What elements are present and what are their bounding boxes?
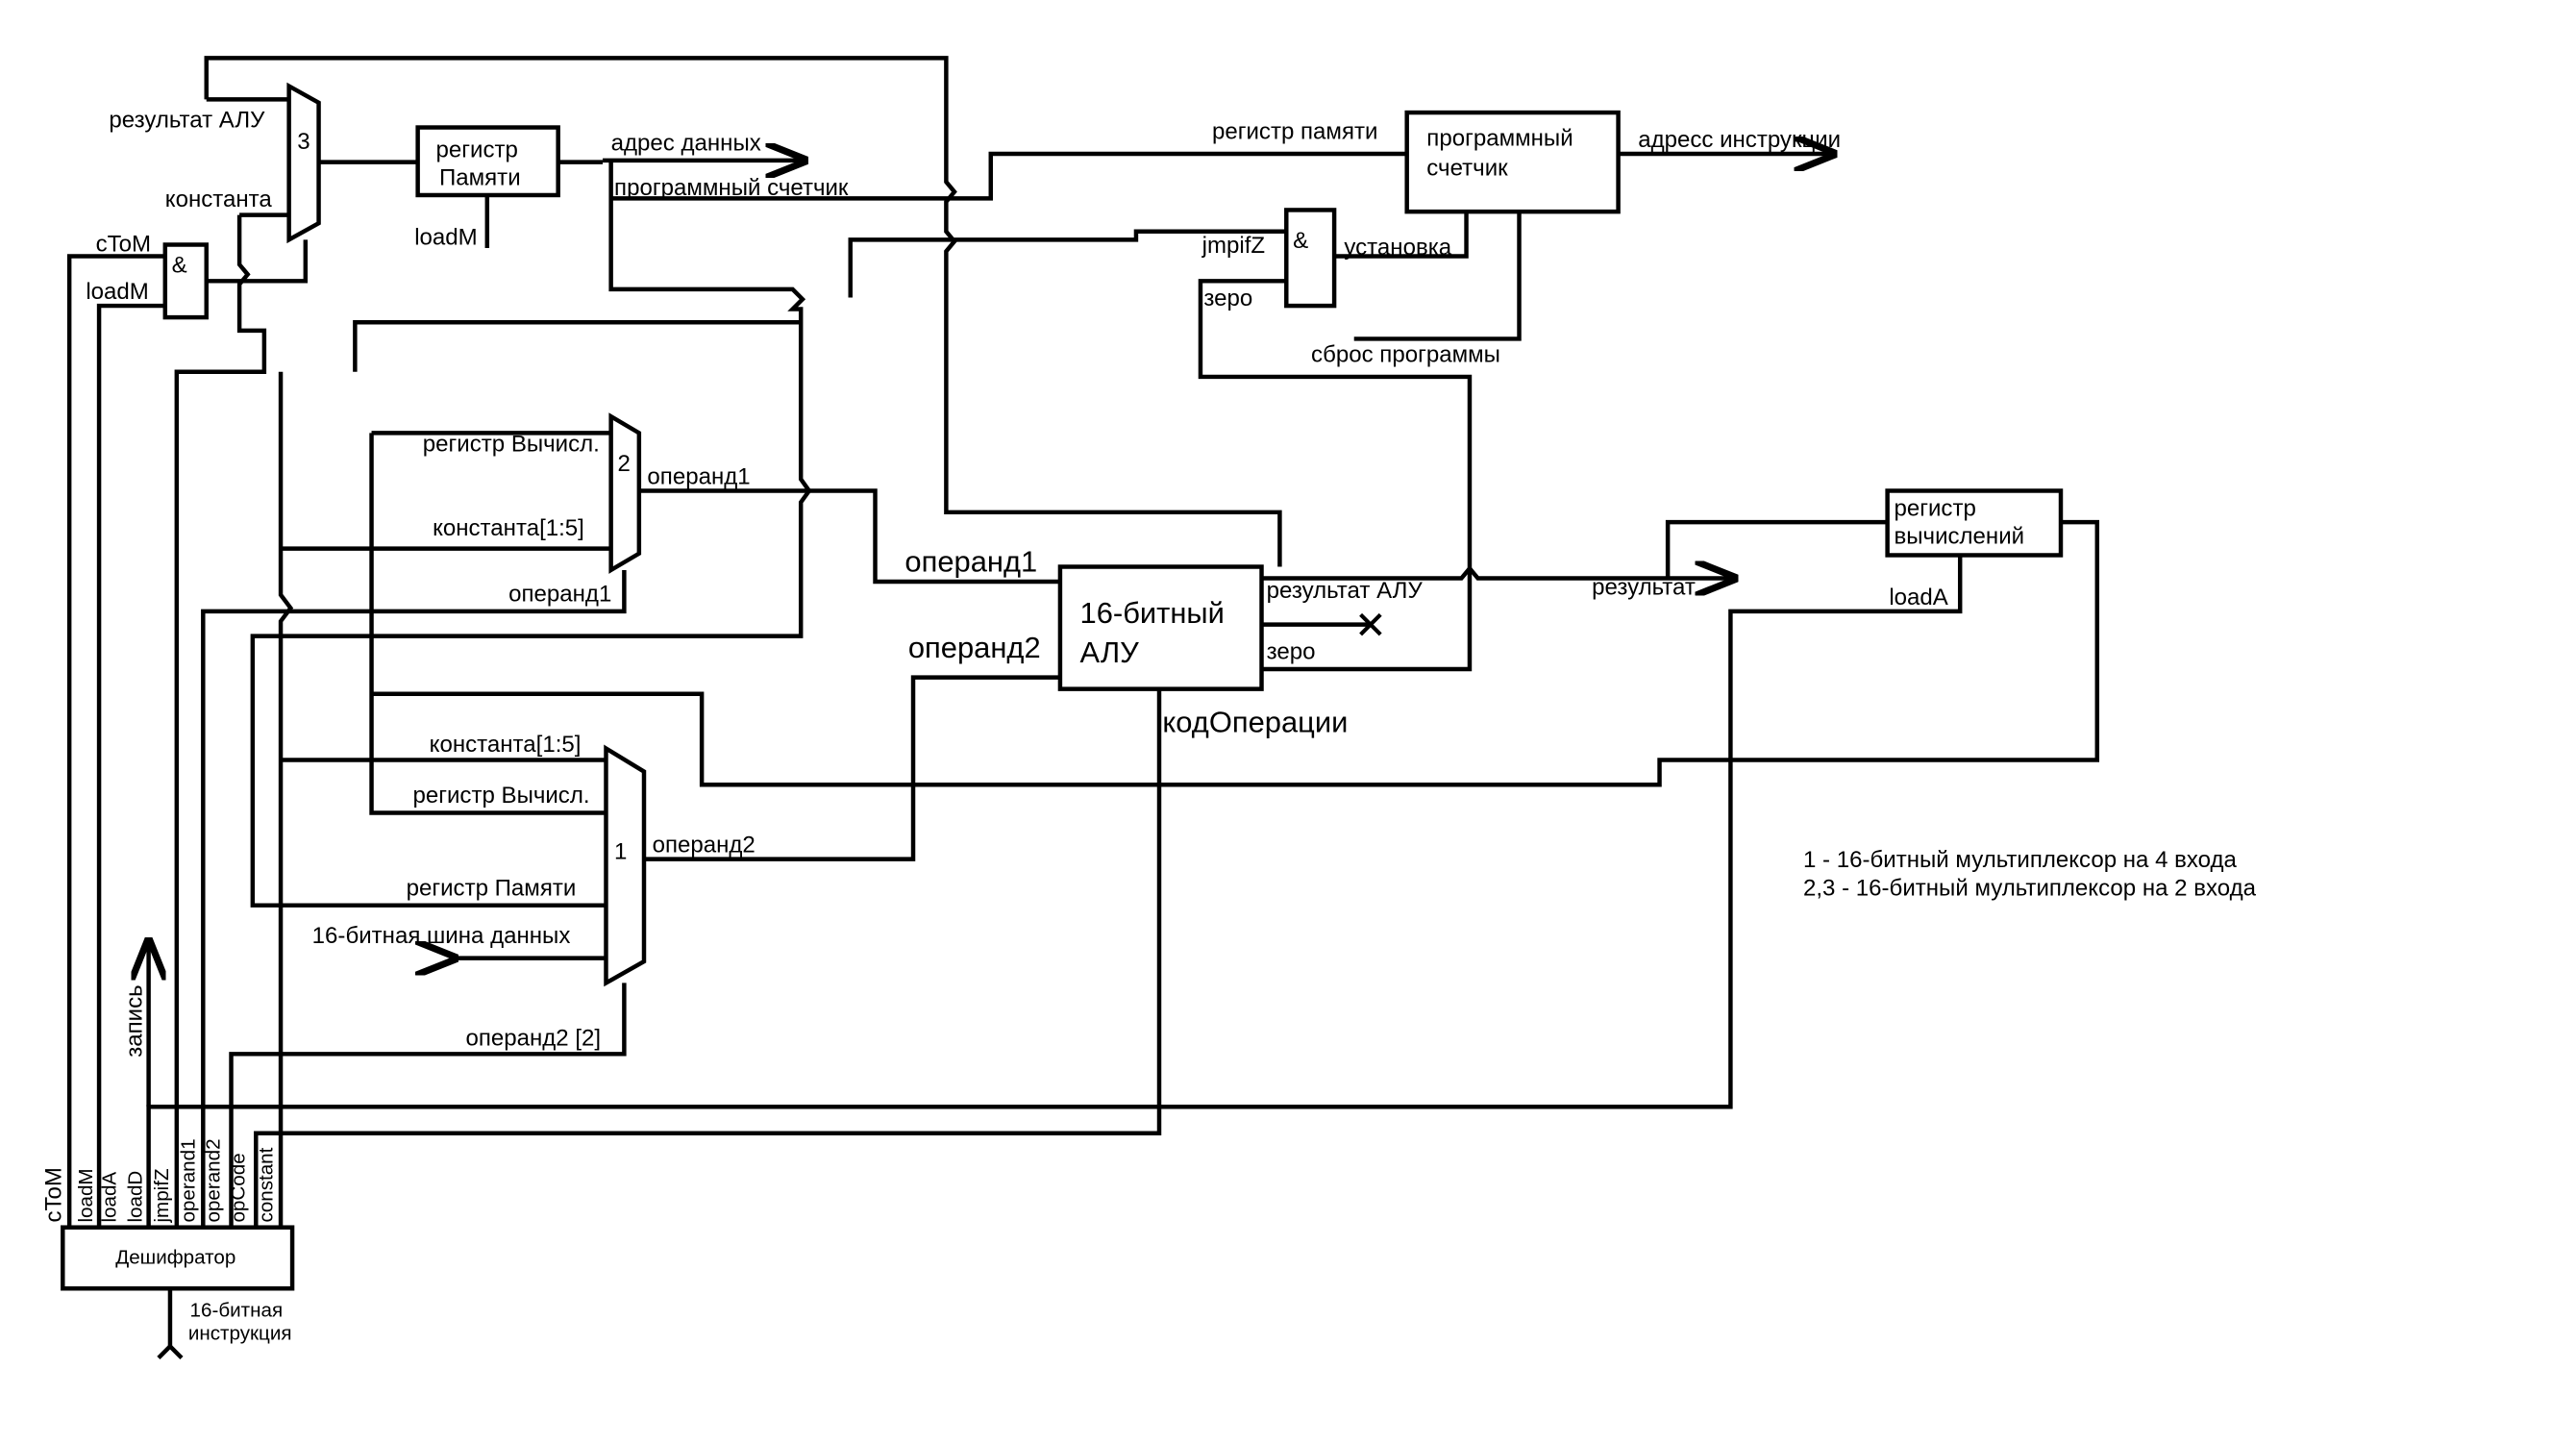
svg-text:1: 1	[614, 839, 627, 865]
svg-text:программный: программный	[1426, 125, 1573, 151]
svg-text:сброс программы: сброс программы	[1311, 341, 1500, 367]
result-label: результат	[1592, 575, 1696, 601]
mux-2: 2 регистр Вычисл. константа[1:5] операнд…	[423, 412, 751, 608]
svg-text:loadA: loadA	[98, 1172, 120, 1223]
svg-text:loadA: loadA	[1889, 585, 1948, 610]
svg-text:16-битная: 16-битная	[190, 1299, 284, 1321]
wires	[66, 56, 2100, 1359]
svg-text:2: 2	[618, 451, 631, 477]
svg-text:кодОперации: кодОперации	[1162, 705, 1348, 738]
svg-text:cToM: cToM	[41, 1167, 67, 1222]
svg-text:регистр: регистр	[436, 137, 518, 162]
svg-text:адресс инструкции: адресс инструкции	[1638, 127, 1841, 153]
and-gate-1: & cToM loadM	[86, 231, 209, 320]
svg-text:счетчик: счетчик	[1426, 155, 1508, 181]
svg-text:регистр Вычисл.: регистр Вычисл.	[412, 783, 589, 809]
svg-text:АЛУ: АЛУ	[1080, 635, 1140, 669]
svg-text:операнд1: операнд1	[904, 545, 1037, 579]
mux3-alu-input-label: результат АЛУ	[109, 108, 265, 134]
svg-text:&: &	[172, 253, 187, 279]
svg-text:opCode: opCode	[227, 1153, 249, 1222]
and-gate-2: & jmpifZ зеро	[1201, 208, 1337, 311]
svg-text:2,3 - 16-битный мультиплексор: 2,3 - 16-битный мультиплексор на 2 входа	[1803, 875, 2257, 901]
write-label: запись	[122, 984, 148, 1057]
alu: 16-битный АЛУ операнд1 операнд2 результа…	[904, 545, 1423, 739]
accumulator-register: регистр вычислений loadA	[1885, 488, 2064, 610]
program-counter: программный счетчик регистр памяти адрес…	[1212, 110, 1841, 367]
svg-text:операнд2: операнд2	[653, 833, 755, 859]
mux-1: 1 константа[1:5] регистр Вычисл. регистр…	[312, 732, 755, 1052]
memory-register: регистр Памяти loadM	[414, 125, 560, 251]
svg-text:результат АЛУ: результат АЛУ	[1267, 578, 1424, 604]
svg-text:loadM: loadM	[75, 1168, 97, 1222]
svg-text:jmpifZ: jmpifZ	[151, 1168, 173, 1223]
svg-text:16-битный: 16-битный	[1080, 596, 1225, 630]
svg-text:jmpifZ: jmpifZ	[1201, 233, 1265, 259]
svg-text:&: &	[1293, 228, 1308, 254]
mux-3: 3 результат АЛУ константа	[109, 82, 321, 244]
svg-text:регистр: регистр	[1894, 495, 1975, 521]
svg-text:регистр памяти: регистр памяти	[1212, 119, 1377, 145]
svg-text:константа[1:5]: константа[1:5]	[433, 515, 584, 541]
svg-text:3: 3	[297, 129, 310, 155]
svg-text:Дешифратор: Дешифратор	[115, 1246, 235, 1268]
svg-text:cToM: cToM	[96, 231, 151, 257]
legend: 1 - 16-битный мультиплексор на 4 входа 2…	[1803, 847, 2257, 901]
svg-text:loadM: loadM	[414, 225, 478, 251]
svg-text:установка: установка	[1344, 235, 1451, 261]
svg-text:operand2: operand2	[202, 1138, 224, 1222]
svg-text:16-битная шина данных: 16-битная шина данных	[312, 923, 571, 949]
svg-text:вычислений: вычислений	[1894, 523, 2024, 549]
svg-text:constant: constant	[255, 1147, 277, 1222]
svg-text:регистр Памяти: регистр Памяти	[407, 875, 577, 901]
svg-text:зеро: зеро	[1267, 639, 1316, 665]
svg-text:зеро: зеро	[1203, 286, 1252, 311]
svg-text:операнд2 [2]: операнд2 [2]	[465, 1026, 601, 1052]
svg-text:loadM: loadM	[86, 279, 149, 305]
svg-text:1 - 16-битный мультиплексор на: 1 - 16-битный мультиплексор на 4 входа	[1803, 847, 2238, 873]
svg-text:регистр Вычисл.: регистр Вычисл.	[423, 431, 600, 457]
svg-text:операнд1: операнд1	[508, 582, 611, 608]
pc-wire-label: программный счетчик	[614, 175, 849, 201]
decoder: Дешифратор cToM loadM loadA loadD jmpifZ…	[41, 1138, 295, 1345]
svg-text:операнд2: операнд2	[908, 631, 1041, 664]
svg-text:константа[1:5]: константа[1:5]	[430, 732, 582, 758]
data-address-label: адрес данных	[611, 131, 761, 157]
svg-text:инструкция: инструкция	[188, 1323, 292, 1345]
svg-text:loadD: loadD	[125, 1171, 147, 1223]
svg-text:operand1: operand1	[178, 1138, 200, 1222]
mux3-const-input-label: константа	[165, 187, 273, 212]
svg-text:Памяти: Памяти	[439, 165, 521, 191]
svg-text:операнд1: операнд1	[647, 464, 750, 490]
